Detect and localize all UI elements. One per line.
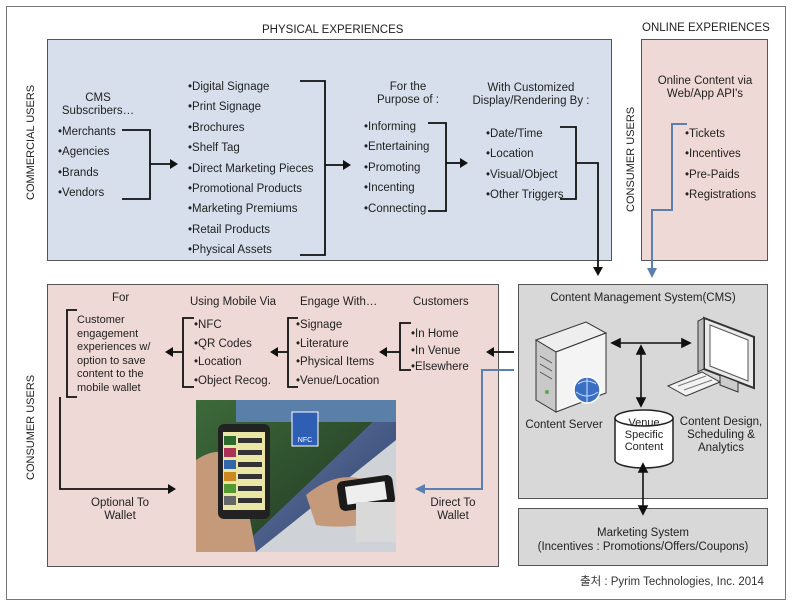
list-item: Brochures — [188, 118, 313, 138]
online-content-header: Online Content via Web/App API's — [657, 75, 753, 100]
list-item: Digital Signage — [188, 77, 313, 97]
content-server-label: Content Server — [525, 419, 603, 431]
display-list: Date/Time Location Visual/Object Other T… — [486, 124, 564, 206]
list-item: Pre-Paids — [685, 165, 756, 185]
marketing-system-subtitle: (Incentives : Promotions/Offers/Coupons) — [537, 541, 749, 553]
list-item: QR Codes — [194, 335, 271, 354]
list-item: Vendors — [58, 183, 116, 203]
list-item: Promoting — [364, 158, 429, 178]
outer-frame — [6, 6, 786, 600]
list-item: Promotional Products — [188, 179, 313, 199]
list-item: Other Triggers — [486, 185, 564, 205]
list-item: Direct Marketing Pieces — [188, 159, 313, 179]
direct-to-wallet-label: Direct To Wallet — [430, 497, 476, 522]
media-list: Digital Signage Print Signage Brochures … — [188, 77, 313, 261]
list-item: Object Recog. — [194, 372, 271, 391]
list-item: Tickets — [685, 124, 756, 144]
source-citation: 출처 : Pyrim Technologies, Inc. 2014 — [580, 576, 764, 588]
list-item: Agencies — [58, 142, 116, 162]
list-item: In Venue — [411, 343, 469, 360]
list-item: Date/Time — [486, 124, 564, 144]
list-item: Marketing Premiums — [188, 199, 313, 219]
list-item: Entertaining — [364, 137, 429, 157]
engage-list: Signage Literature Physical Items Venue/… — [296, 316, 379, 390]
list-item: Elsewhere — [411, 359, 469, 376]
list-item: Print Signage — [188, 97, 313, 117]
list-item: Physical Assets — [188, 240, 313, 260]
physical-experiences-title: PHYSICAL EXPERIENCES — [262, 24, 404, 36]
for-text: Customer engagement experiences w/ optio… — [77, 314, 151, 394]
marketing-system-panel — [518, 508, 768, 566]
online-list: Tickets Incentives Pre-Paids Registratio… — [685, 124, 756, 206]
list-item: Physical Items — [296, 353, 379, 372]
list-item: Incentives — [685, 144, 756, 164]
purpose-header: For the Purpose of : — [376, 81, 439, 106]
list-item: Brands — [58, 163, 116, 183]
mobile-usage-photo: NFC — [196, 400, 396, 552]
list-item: In Home — [411, 326, 469, 343]
customers-header: Customers — [413, 296, 469, 308]
list-item: Venue/Location — [296, 372, 379, 391]
list-item: Registrations — [685, 185, 756, 205]
list-item: Location — [194, 353, 271, 372]
cms-subscribers-list: Merchants Agencies Brands Vendors — [58, 122, 116, 204]
engage-header: Engage With… — [300, 296, 378, 308]
online-experiences-title: ONLINE EXPERIENCES — [642, 22, 770, 34]
display-header: With Customized Display/Rendering By : — [472, 82, 590, 107]
customers-list: In Home In Venue Elsewhere — [411, 326, 469, 376]
list-item: Shelf Tag — [188, 138, 313, 158]
list-item: Merchants — [58, 122, 116, 142]
globe-icon — [573, 376, 601, 404]
computer-icon — [666, 316, 755, 397]
list-item: Signage — [296, 316, 379, 335]
venue-content-label: Venue Specific Content — [624, 417, 664, 453]
list-item: Location — [486, 144, 564, 164]
content-design-label: Content Design, Scheduling & Analytics — [679, 416, 763, 454]
mobile-list: NFC QR Codes Location Object Recog. — [194, 316, 271, 390]
for-header: For — [112, 292, 130, 304]
list-item: NFC — [194, 316, 271, 335]
list-item: Retail Products — [188, 220, 313, 240]
purpose-list: Informing Entertaining Promoting Incenti… — [364, 117, 429, 219]
list-item: Informing — [364, 117, 429, 137]
marketing-system-title: Marketing System — [596, 527, 690, 539]
cms-title: Content Management System(CMS) — [550, 292, 736, 304]
list-item: Incenting — [364, 178, 429, 198]
cms-subscribers-header: CMS Subscribers… — [61, 92, 135, 117]
mobile-header: Using Mobile Via — [190, 296, 277, 308]
list-item: Visual/Object — [486, 165, 564, 185]
optional-to-wallet-label: Optional To Wallet — [91, 497, 149, 522]
nfc-tag-label: NFC — [297, 437, 313, 444]
list-item: Literature — [296, 335, 379, 354]
database-icon — [614, 409, 674, 469]
list-item: Connecting — [364, 199, 429, 219]
